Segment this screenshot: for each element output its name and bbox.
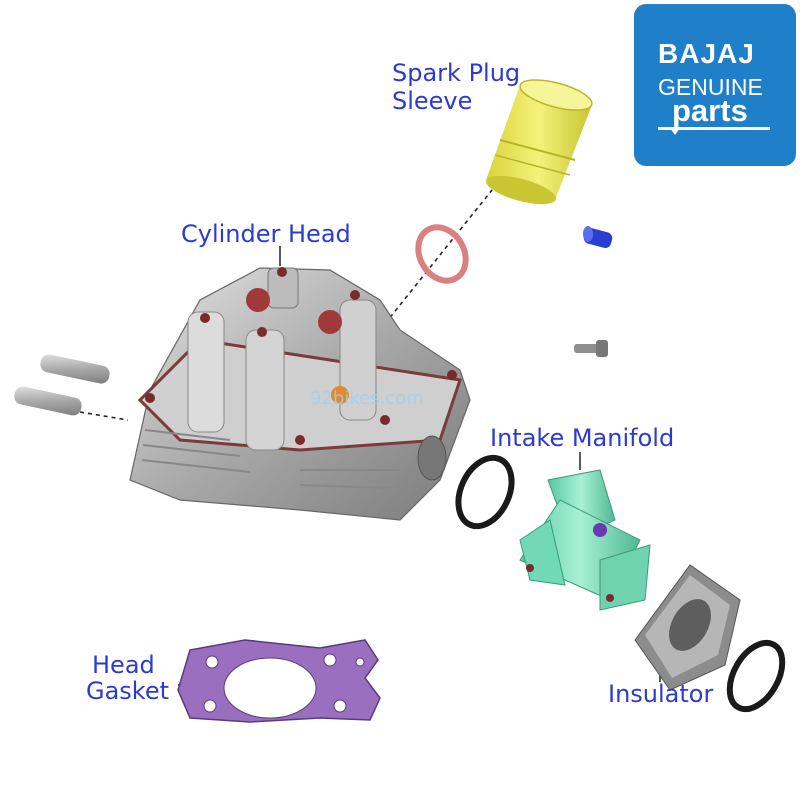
label-head-gasket-line1: Head xyxy=(92,651,155,679)
label-cylinder-head: Cylinder Head xyxy=(181,220,351,248)
watermark-text: 92bikes.com xyxy=(310,388,424,409)
label-intake-manifold: Intake Manifold xyxy=(490,424,675,452)
label-head-gasket-line2: Gasket xyxy=(86,677,170,705)
spark-plug-sleeve-part xyxy=(486,79,593,205)
label-spark-plug-sleeve-line2: Sleeve xyxy=(392,87,473,115)
sleeve-seal-ring xyxy=(415,224,469,284)
insulator-o-ring xyxy=(726,639,786,713)
stud-leader-line xyxy=(79,411,129,421)
logo-word: parts xyxy=(672,93,748,128)
bajaj-genuine-parts-logo: BAJAJ GENUINE parts xyxy=(634,4,796,166)
cylinder-head-part xyxy=(129,267,471,521)
head-gasket-part xyxy=(177,639,381,723)
manifold-o-ring xyxy=(455,454,515,530)
logo-tagline: GENUINE xyxy=(658,74,763,100)
insulator-part xyxy=(634,564,741,691)
intake-manifold-part xyxy=(519,469,651,611)
sleeve-leader-line xyxy=(379,189,493,331)
label-spark-plug-sleeve-line1: Spark Plug xyxy=(392,59,521,87)
small-bolt-part xyxy=(574,340,608,357)
blue-cap-part xyxy=(583,226,613,249)
dowel-studs xyxy=(14,354,110,416)
logo-brand: BAJAJ xyxy=(658,38,755,69)
label-insulator: Insulator xyxy=(608,680,714,708)
logo-arrow-icon xyxy=(670,128,680,135)
logo-swoosh xyxy=(658,127,770,130)
